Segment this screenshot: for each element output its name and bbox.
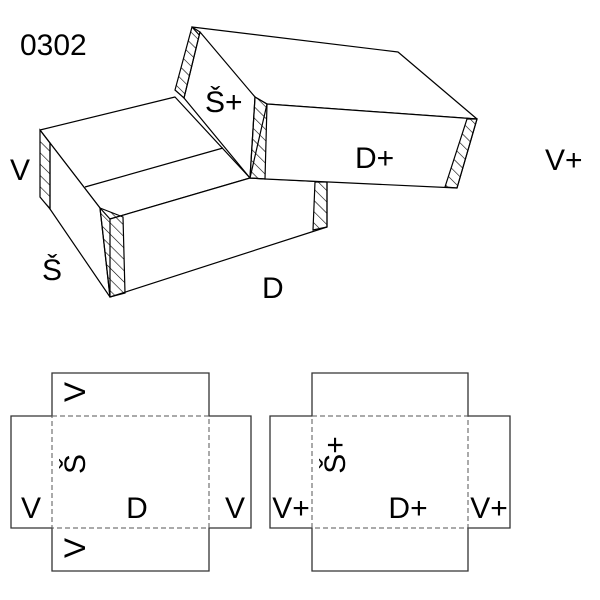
lid-front-hatch <box>249 95 268 180</box>
base-box-3d <box>39 96 328 298</box>
lid-right-hatch <box>444 118 478 189</box>
base-right-hatch <box>312 181 328 231</box>
label-v-plus: V+ <box>545 144 583 177</box>
flat-base-top-flap: V <box>59 382 92 402</box>
flat-lid-right: V+ <box>470 492 508 525</box>
lid-outline <box>269 372 511 572</box>
flat-lid-side: Š+ <box>318 436 352 474</box>
label-v: V <box>10 154 30 187</box>
label-s: Š <box>42 253 62 287</box>
base-left-hatch <box>39 128 51 211</box>
lid-side-hatch <box>174 26 201 100</box>
label-d: D <box>262 272 284 305</box>
lid-box-3d <box>174 26 478 189</box>
flat-lid: Š+ V+ D+ V+ <box>269 372 511 572</box>
flat-base-right: V <box>225 492 245 525</box>
base-fold-line <box>84 147 224 188</box>
flat-lid-left: V+ <box>272 492 310 525</box>
model-code: 0302 <box>20 29 87 62</box>
base-fold-lines <box>51 415 210 529</box>
flat-lid-center: D+ <box>388 492 427 525</box>
label-d-plus: D+ <box>355 142 394 175</box>
base-outline <box>10 372 252 572</box>
flat-base-bottom-flap: V <box>59 538 92 558</box>
base-front-hatch <box>99 207 126 298</box>
flat-base: V Š V D V V <box>10 372 252 572</box>
label-s-plus: Š+ <box>205 85 243 119</box>
flat-base-side: Š <box>58 454 92 474</box>
flat-base-left: V <box>21 492 41 525</box>
lid-fold-lines <box>311 415 469 529</box>
flat-base-center: D <box>126 492 148 525</box>
